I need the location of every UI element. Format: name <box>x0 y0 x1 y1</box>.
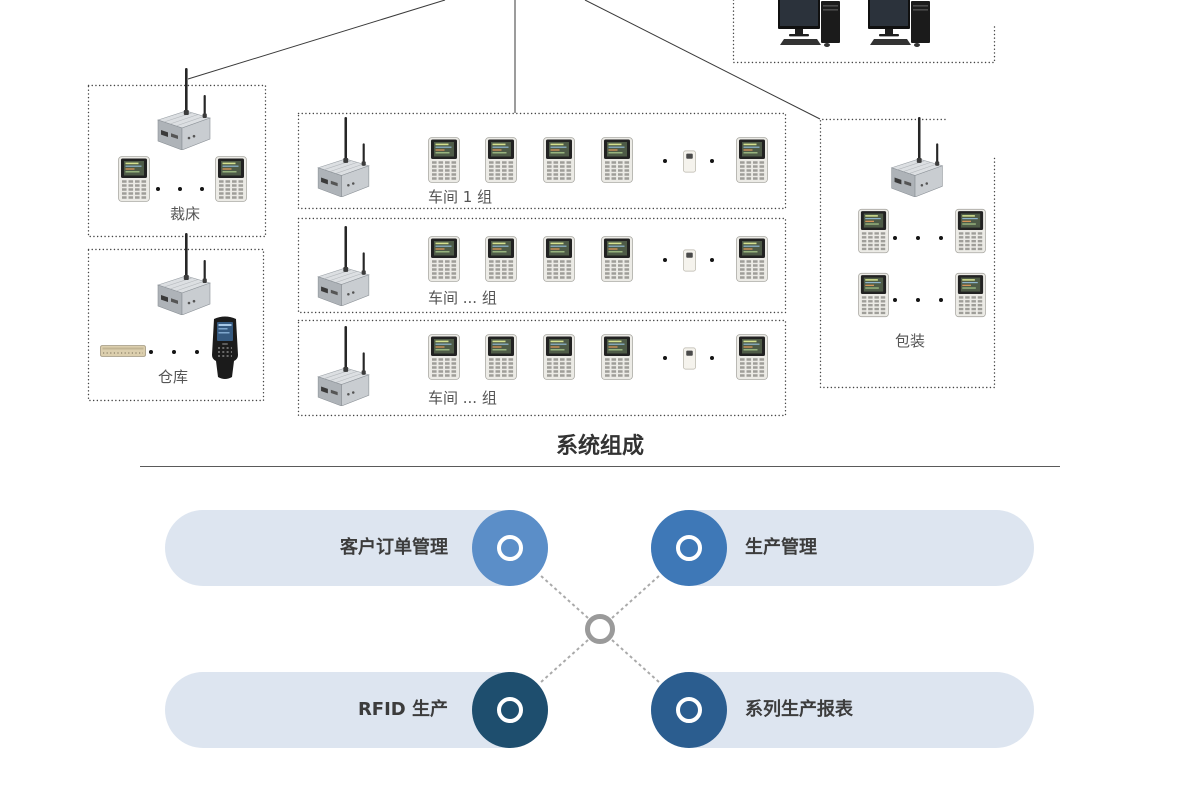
zone-workshop-border <box>297 319 787 417</box>
ellipsis-dot <box>939 236 943 240</box>
module-label: 客户订单管理 <box>340 537 448 558</box>
zone-cutting-label: 裁床 <box>170 205 200 223</box>
zone-packaging-border <box>819 118 996 389</box>
zone-warehouse-border <box>87 248 265 402</box>
ellipsis-dot <box>710 258 714 262</box>
ellipsis-dot <box>200 187 204 191</box>
zone-workshop-group-3: 车间 ... 组 <box>297 319 787 417</box>
zone-warehouse-label: 仓库 <box>158 368 188 386</box>
module-rfid-production: RFID 生产 <box>165 672 548 748</box>
module-badge <box>651 510 727 586</box>
section-divider <box>140 466 1060 467</box>
server-zone-border <box>732 0 996 64</box>
module-badge <box>472 672 548 748</box>
hub-ring <box>585 614 615 644</box>
zone-cutting: 裁床 <box>87 68 267 238</box>
ellipsis-dot <box>156 187 160 191</box>
ring-icon <box>497 535 523 561</box>
zone-cutting-border <box>87 84 267 238</box>
server-zone <box>732 0 996 64</box>
connector-line <box>611 574 661 619</box>
ellipsis-dot <box>710 159 714 163</box>
module-production-management: 生产管理 <box>651 510 1034 586</box>
connector-line <box>539 639 589 684</box>
ring-icon <box>676 697 702 723</box>
zone-packaging-label: 包装 <box>895 332 925 350</box>
ring-icon <box>497 697 523 723</box>
zone-workshop-group-1: 车间 1 组 <box>297 112 787 210</box>
ellipsis-dot <box>178 187 182 191</box>
uplink-line-cutting <box>187 0 446 80</box>
zone-workshop-label: 车间 ... 组 <box>428 389 497 407</box>
ellipsis-dot <box>916 236 920 240</box>
ellipsis-dot <box>149 350 153 354</box>
module-badge <box>651 672 727 748</box>
ellipsis-dot <box>195 350 199 354</box>
ellipsis-dot <box>916 298 920 302</box>
connector-line <box>611 639 661 684</box>
ellipsis-dot <box>663 356 667 360</box>
ellipsis-dot <box>172 350 176 354</box>
ellipsis-dot <box>663 159 667 163</box>
module-label: 生产管理 <box>745 537 817 558</box>
ellipsis-dot <box>939 298 943 302</box>
uplink-lines <box>187 0 821 120</box>
ellipsis-dot <box>893 298 897 302</box>
module-badge <box>472 510 548 586</box>
connector-line <box>539 574 589 619</box>
section-title: 系统组成 <box>555 434 644 459</box>
ring-icon <box>676 535 702 561</box>
zone-packaging: 包装 <box>819 117 996 389</box>
ellipsis-dot <box>710 356 714 360</box>
module-label: 系列生产报表 <box>745 699 853 720</box>
ellipsis-dot <box>663 258 667 262</box>
zone-workshop-group-2: 车间 ... 组 <box>297 217 787 314</box>
module-production-reports: 系列生产报表 <box>651 672 1034 748</box>
ellipsis-dot <box>893 236 897 240</box>
zone-workshop-label: 车间 ... 组 <box>428 289 497 307</box>
zone-workshop-border <box>297 112 787 210</box>
zone-workshop-label: 车间 1 组 <box>428 188 492 206</box>
zone-workshop-border <box>297 217 787 314</box>
system-topology-diagram: 裁床 仓库 车间 1 组 <box>87 0 996 417</box>
zone-warehouse: 仓库 <box>87 233 265 402</box>
module-customer-orders: 客户订单管理 <box>165 510 548 586</box>
uplink-line-packaging <box>584 0 821 120</box>
module-label: RFID 生产 <box>357 699 448 720</box>
